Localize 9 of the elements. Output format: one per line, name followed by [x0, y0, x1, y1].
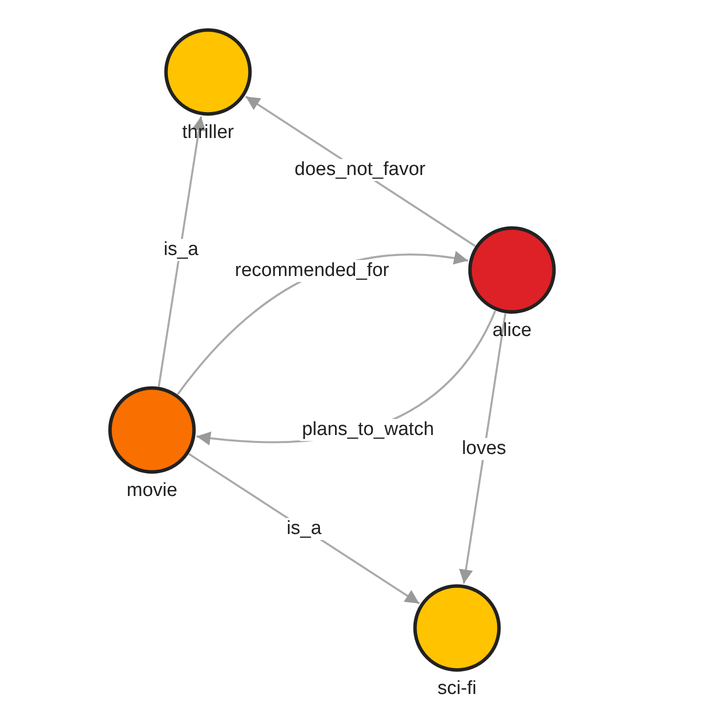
- edge-label: does_not_favor: [292, 159, 428, 181]
- node-label: movie: [126, 480, 178, 502]
- arrow: [459, 313, 506, 584]
- node-label: sci-fi: [437, 678, 477, 700]
- edge-label: is_a: [162, 239, 200, 261]
- node-label: thriller: [182, 122, 234, 144]
- arrow: [158, 116, 206, 387]
- edge-label: is_a: [284, 518, 324, 540]
- node-label: alice: [492, 320, 532, 342]
